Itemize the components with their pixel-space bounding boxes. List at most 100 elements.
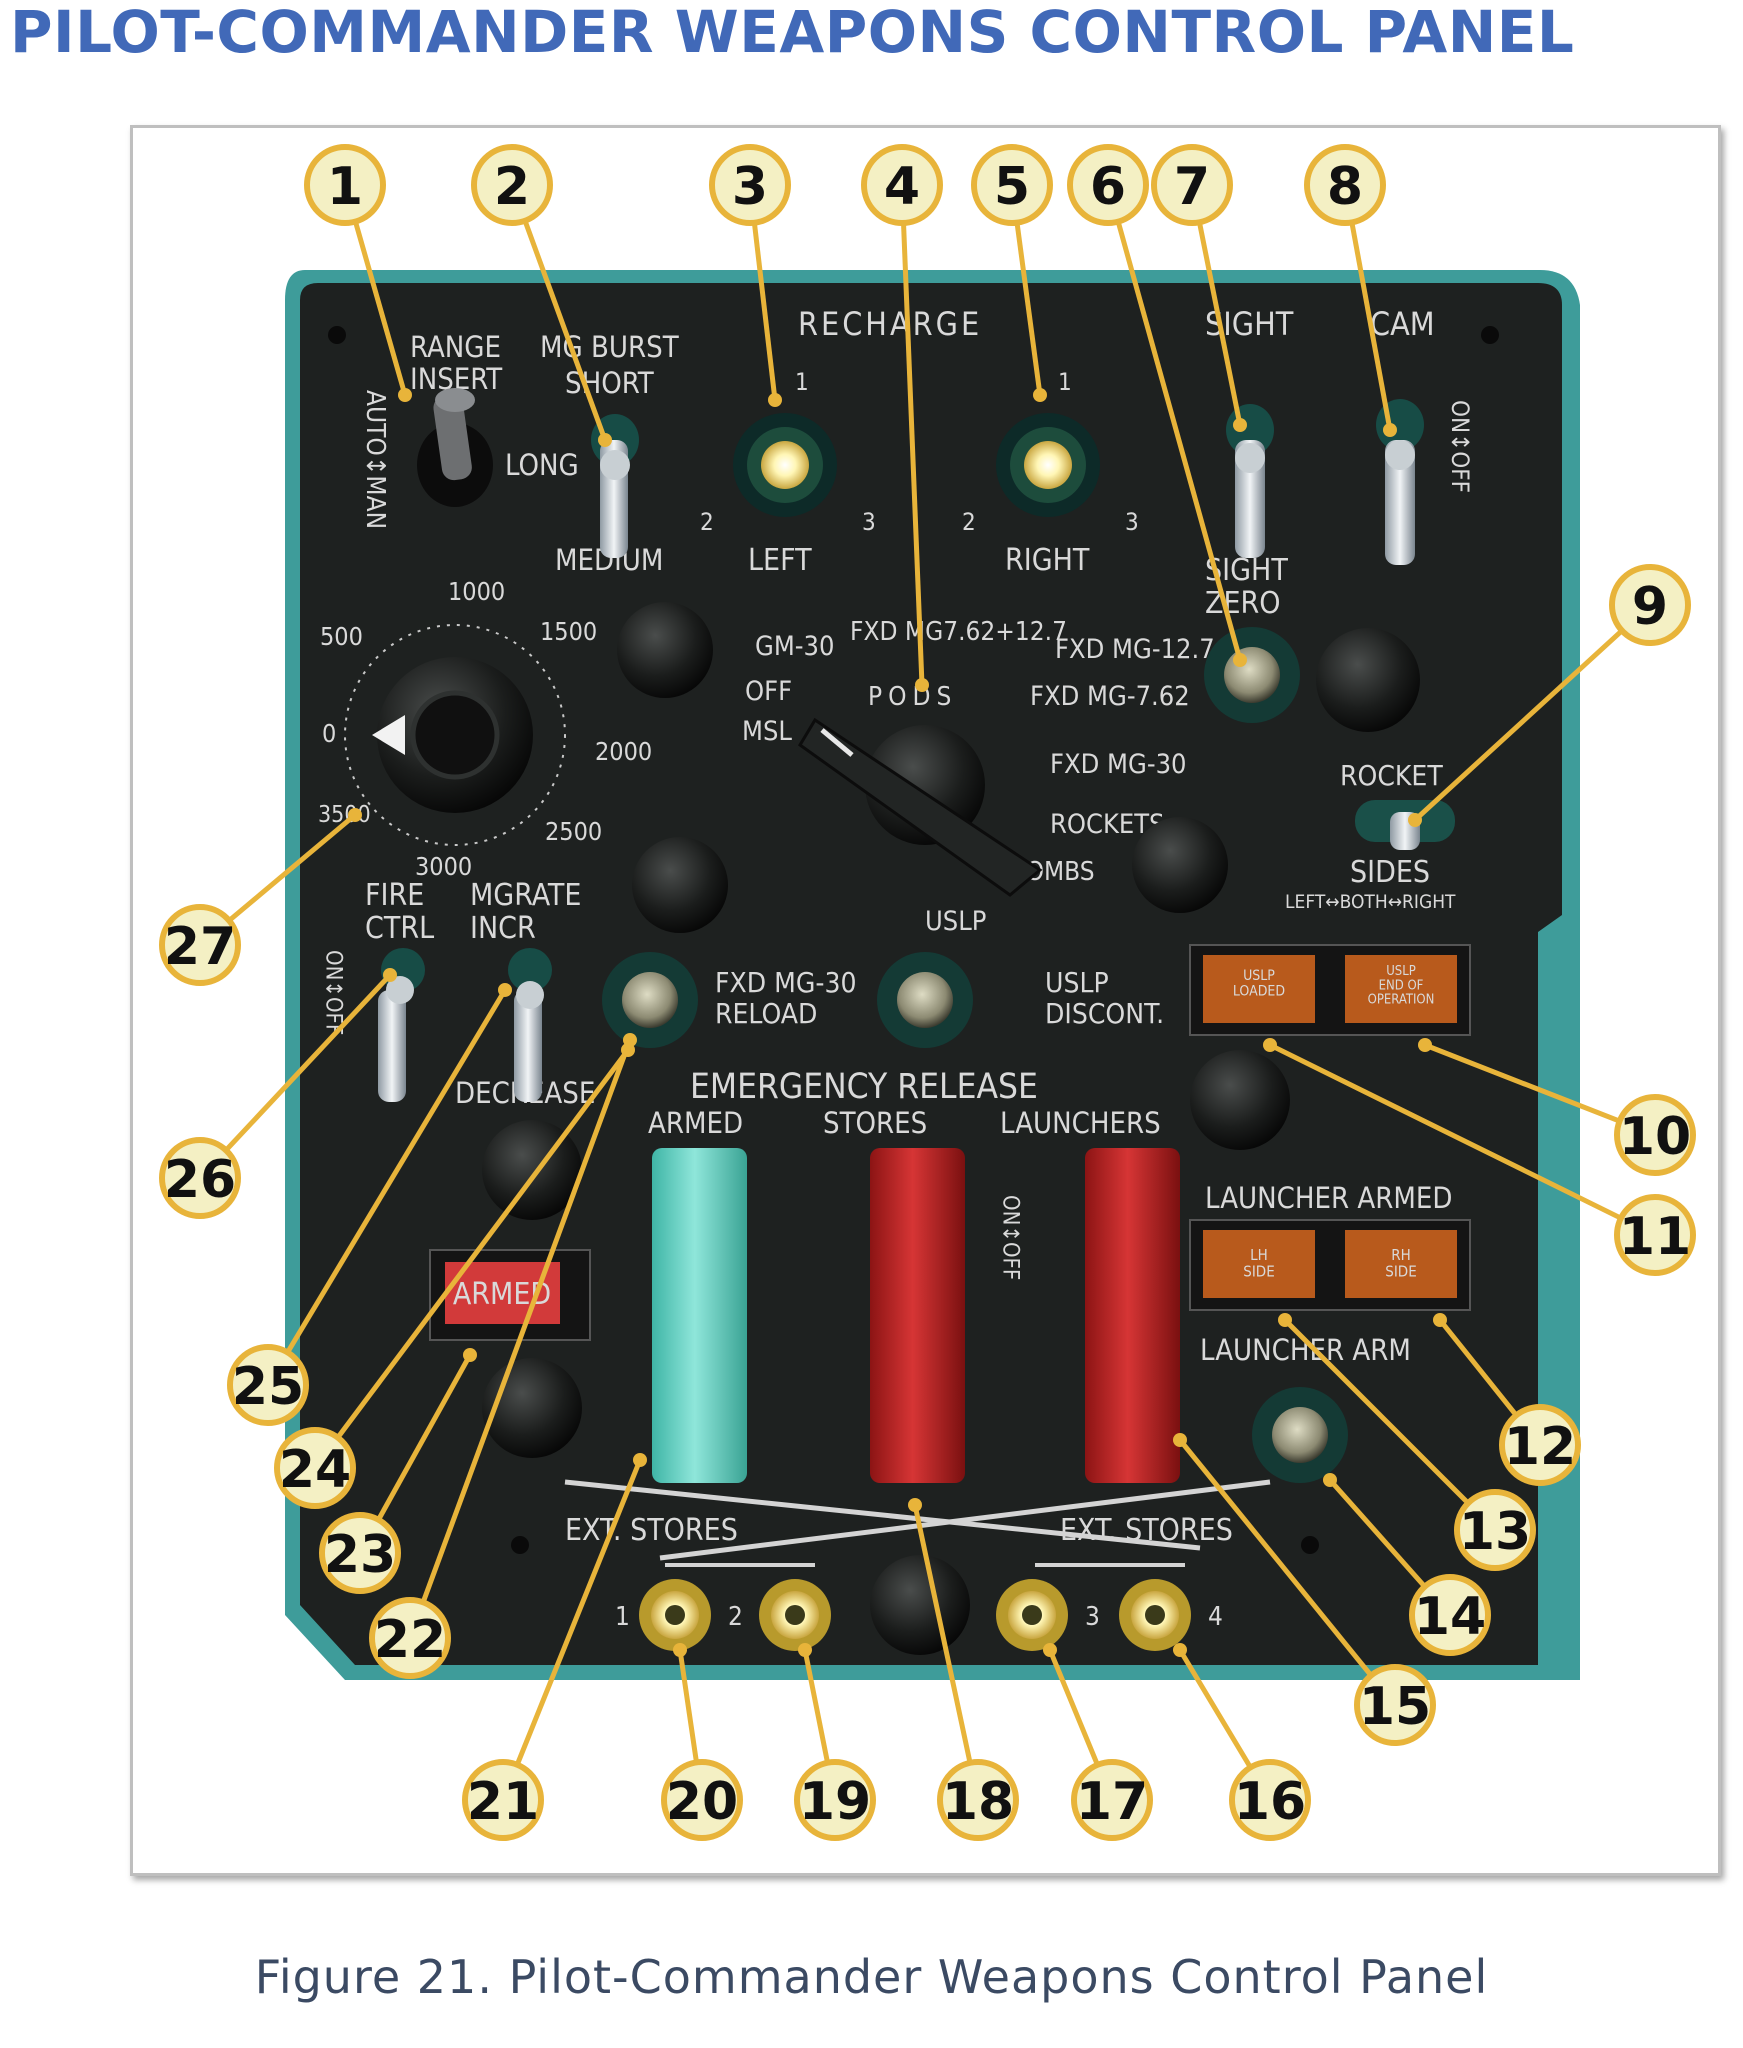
callout-badge: [1229, 1759, 1311, 1841]
recharge-left-lamp[interactable]: [733, 413, 837, 517]
mg-burst-label: MG BURST: [540, 330, 680, 364]
callout-4: 4: [861, 144, 943, 692]
recharge-right-lamp[interactable]: [996, 413, 1100, 517]
callout-number: 14: [1414, 1587, 1486, 1647]
callout-14: 14: [1323, 1473, 1491, 1656]
callout-17: 17: [1043, 1643, 1153, 1841]
emergency-armed-cover[interactable]: [652, 1148, 747, 1483]
callout-arrowhead-icon: [1263, 1038, 1277, 1052]
callout-number: 17: [1076, 1772, 1148, 1832]
cap-knob[interactable]: [870, 1555, 970, 1655]
callout-arrowhead-icon: [621, 1043, 635, 1057]
callout-leader-line: [500, 1459, 643, 1801]
dial-scale-2500: 2500: [545, 817, 602, 846]
callout-arrowhead-icon: [1173, 1433, 1187, 1447]
uslp-discont-button[interactable]: [877, 952, 973, 1048]
cap-knob[interactable]: [1190, 1050, 1290, 1150]
callout-7: 7: [1151, 144, 1247, 432]
emergency-launchers-cover[interactable]: [1085, 1148, 1180, 1483]
launcher-arm-button[interactable]: [1252, 1387, 1348, 1483]
callout-number: 24: [279, 1440, 351, 1500]
mg-rate-toggle[interactable]: [508, 948, 552, 1102]
off-label: OFF: [745, 676, 792, 707]
launcher-armed-label: LAUNCHER ARMED: [1205, 1181, 1452, 1215]
callout-badge: [319, 1512, 401, 1594]
callout-number: 21: [467, 1772, 539, 1832]
recharge-left-label: LEFT: [748, 543, 812, 578]
sight-zero-button[interactable]: [1204, 627, 1300, 723]
fxd-mg127-label: FXD MG-12.7: [1055, 634, 1215, 665]
callout-21: 21: [462, 1453, 647, 1841]
callout-number: 7: [1174, 157, 1210, 217]
ext-stores-number: 4: [1208, 1602, 1223, 1632]
armed-lamp: ARMED: [429, 1249, 591, 1341]
emergency-stores-cover[interactable]: [870, 1148, 965, 1483]
cap-knob[interactable]: [1132, 817, 1228, 913]
callout-10: 10: [1418, 1038, 1696, 1176]
cap-knob[interactable]: [617, 602, 713, 698]
dial-scale-1500: 1500: [540, 617, 597, 646]
callout-25: 25: [227, 983, 512, 1426]
callout-27: 27: [159, 808, 362, 986]
callout-number: 13: [1459, 1502, 1531, 1562]
range-insert-toggle[interactable]: [417, 388, 493, 507]
ext-stores-line: [564, 1479, 1201, 1551]
callout-23: 23: [319, 1348, 477, 1594]
callout-arrowhead-icon: [1383, 423, 1397, 437]
stores-label: STORES: [823, 1106, 927, 1140]
callout-3: 3: [709, 144, 791, 407]
uslp-label: USLP: [925, 906, 986, 937]
cap-knob[interactable]: [632, 837, 728, 933]
cam-toggle[interactable]: [1376, 399, 1424, 565]
callout-badge: [1454, 1489, 1536, 1571]
callout-6: 6: [1067, 144, 1247, 667]
callout-arrowhead-icon: [908, 1498, 922, 1512]
callout-leader-line: [1283, 1318, 1497, 1532]
recharge-label: RECHARGE: [798, 305, 982, 343]
callout-15: 15: [1173, 1433, 1436, 1746]
ext-stores-lamp-2: [759, 1579, 831, 1651]
ext-stores-lamp-4: [1119, 1579, 1191, 1651]
auto-man-label: AUTO↕MAN: [360, 390, 390, 529]
mg-burst-toggle[interactable]: [591, 414, 639, 558]
callout-1: 1: [304, 144, 412, 402]
long-label: LONG: [505, 448, 579, 482]
callout-badge: [1151, 144, 1233, 226]
callout-leader-line: [1424, 1042, 1656, 1138]
callout-number: 9: [1632, 577, 1668, 637]
callout-arrowhead-icon: [463, 1348, 477, 1362]
callout-badge: [1067, 144, 1149, 226]
cam-label: CAM: [1370, 305, 1435, 343]
cap-knob[interactable]: [1316, 628, 1420, 732]
callout-18: 18: [908, 1498, 1019, 1841]
callout-badge: [1409, 1574, 1491, 1656]
callout-number: 25: [232, 1357, 304, 1417]
recharge-left-pos-2: 2: [700, 508, 714, 536]
ext-stores-lamp-3: [996, 1579, 1068, 1651]
recharge-right-pos-1: 1: [1058, 368, 1072, 396]
page-title: PILOT-COMMANDER WEAPONS CONTROL PANEL: [10, 0, 1575, 66]
callout-number: 12: [1504, 1417, 1576, 1477]
callout-13: 13: [1278, 1313, 1536, 1571]
callout-arrowhead-icon: [1323, 1473, 1337, 1487]
fxd-mg30-reload-button[interactable]: [602, 952, 698, 1048]
callout-8: 8: [1304, 144, 1397, 437]
weapon-selector-knob[interactable]: [798, 717, 1043, 897]
callout-24: 24: [274, 1043, 635, 1509]
fire-ctrl-on-off-label: ON↕OFF: [321, 950, 346, 1035]
range-dial-knob[interactable]: [344, 624, 566, 846]
callout-badge: [1304, 144, 1386, 226]
sides-label: SIDES: [1350, 855, 1430, 890]
recharge-right-pos-2: 2: [962, 508, 976, 536]
callout-badge: [709, 144, 791, 226]
callout-leader-line: [198, 973, 392, 1180]
callout-leader-line: [899, 184, 925, 686]
fire-ctrl-toggle[interactable]: [378, 948, 425, 1102]
callout-26: 26: [159, 968, 397, 1219]
cap-knob[interactable]: [482, 1358, 582, 1458]
